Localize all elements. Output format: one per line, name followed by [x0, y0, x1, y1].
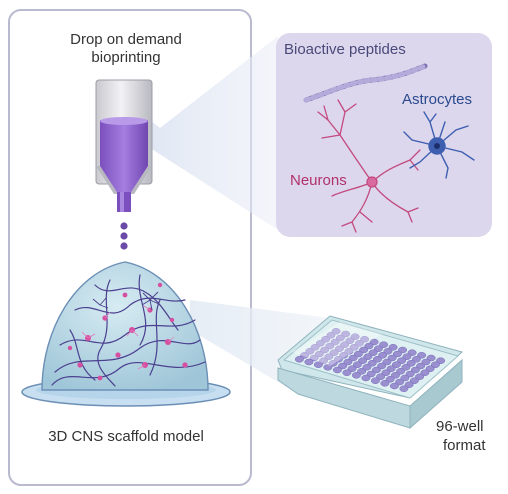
well	[380, 380, 390, 387]
bioprinting-title-line1: Drop on demand	[70, 31, 182, 48]
well	[370, 377, 380, 384]
well-grid	[294, 328, 446, 392]
neuron-icon	[317, 99, 421, 233]
droplet-icon	[120, 222, 128, 250]
well	[342, 369, 352, 376]
plate-shine	[292, 322, 382, 366]
peptide-strand-icon	[303, 63, 428, 103]
well	[399, 385, 409, 392]
callout-panel	[276, 33, 492, 237]
astrocyte-icon	[403, 111, 475, 179]
astrocytes-label: Astrocytes	[402, 91, 473, 108]
plate-label-line1: 96-well	[436, 418, 484, 435]
well	[323, 364, 333, 371]
well	[361, 374, 371, 382]
well	[389, 382, 399, 390]
well	[304, 358, 314, 366]
well	[294, 356, 304, 363]
well	[351, 372, 361, 379]
callout-beam	[150, 36, 278, 230]
well	[332, 366, 342, 374]
bioprinter-nozzle-icon	[95, 79, 153, 212]
plate-label-line2: format	[443, 437, 486, 454]
peptides-label: Bioactive peptides	[284, 41, 406, 58]
scaffold-caption: 3D CNS scaffold model	[48, 428, 204, 445]
bioprinting-title-line2: bioprinting	[91, 49, 161, 66]
scaffold-dome-icon	[21, 261, 231, 407]
well	[313, 361, 323, 368]
neurons-label: Neurons	[290, 172, 347, 189]
